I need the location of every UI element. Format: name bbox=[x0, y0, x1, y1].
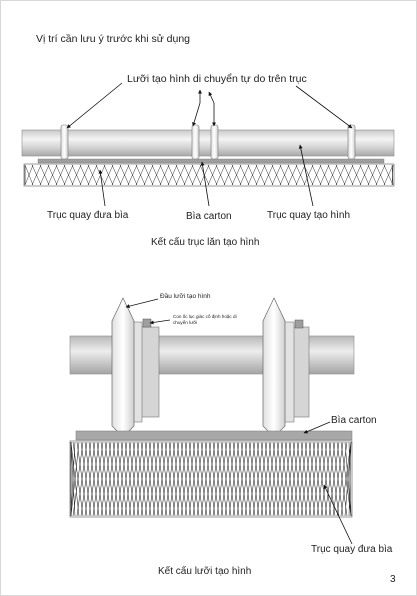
figure2-caption: Kết cấu lưỡi tạo hình bbox=[158, 566, 252, 577]
figure1-shaft bbox=[21, 129, 395, 157]
figure1-label-forming-roller: Trục quay tạo hình bbox=[267, 210, 351, 221]
figure1-caption: Kết cấu trục lăn tạo hình bbox=[151, 237, 260, 248]
figure2-label-blade-tip: Đầu lưỡi tạo hình bbox=[160, 293, 211, 300]
figure2-label-feed-roller: Trục quay đưa bìa bbox=[311, 544, 393, 555]
figure2-arrows bbox=[125, 298, 353, 545]
figure2-label-carton: Bìa carton bbox=[331, 415, 377, 426]
figure2-left-blade-assembly bbox=[111, 297, 160, 438]
page-number: 3 bbox=[390, 574, 396, 585]
figure2-right-blade-assembly bbox=[262, 297, 310, 438]
figure1-carton-board bbox=[37, 158, 385, 164]
figure2-feed-roller bbox=[69, 440, 353, 518]
figure1-feed-roller bbox=[23, 163, 395, 187]
figure2-label-hex-nut: Con ốc lục giác cố định hoặc di chuyển l… bbox=[173, 314, 237, 325]
figure1-label-feed-roller: Trục quay đưa bìa bbox=[47, 210, 129, 221]
figure1-label-blades: Lưỡi tạo hình di chuyển tự do trên trục bbox=[127, 73, 307, 85]
figure1-label-carton: Bìa carton bbox=[186, 211, 232, 222]
figure2-carton-board bbox=[75, 430, 353, 441]
section-title: Vị trí cần lưu ý trước khi sử dụng bbox=[36, 33, 191, 45]
figure1-arrows bbox=[66, 82, 353, 207]
